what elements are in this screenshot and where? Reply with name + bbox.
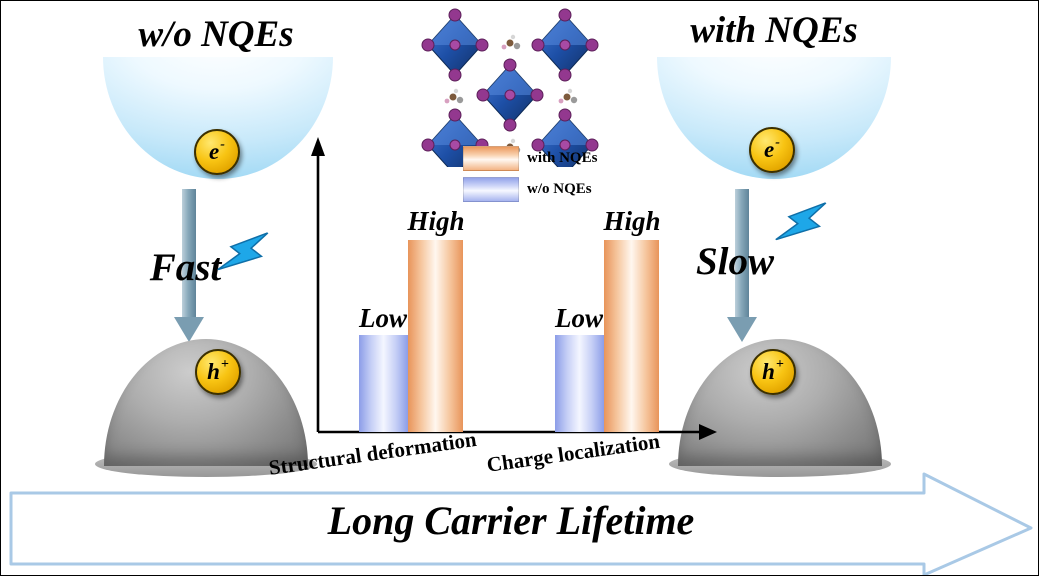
long-lifetime-arrow — [9, 472, 1033, 575]
legend-label: w/o NQEs — [527, 181, 592, 197]
bar-value-label: High — [603, 206, 661, 236]
hole-charge: + — [220, 357, 229, 372]
arrow-shaft — [182, 189, 196, 317]
right-electron-badge: e- — [749, 127, 795, 173]
legend-label: with NQEs — [527, 150, 598, 166]
bar-charge-wo-nqes — [555, 335, 604, 432]
right-title: with NQEs — [690, 10, 858, 51]
bar-structural-with-nqes — [408, 240, 463, 432]
left-speed-label: Fast — [149, 246, 222, 289]
chart-axes — [311, 137, 717, 440]
electron-charge: - — [220, 137, 225, 152]
left-recombination-arrow — [174, 189, 204, 342]
electron-symbol: e — [209, 139, 220, 164]
arrow-head — [174, 317, 204, 342]
legend-swatch-blue — [463, 177, 519, 202]
lightning-icon — [775, 202, 827, 241]
electron-charge: - — [775, 135, 780, 150]
long-lifetime-label: Long Carrier Lifetime — [327, 498, 695, 543]
bar-value-label: Low — [554, 303, 603, 333]
legend-swatch-orange — [463, 146, 519, 171]
bar-value-label: Low — [358, 303, 407, 333]
hole-symbol: h — [207, 359, 220, 384]
bar-value-label: High — [407, 206, 465, 236]
electron-symbol: e — [764, 137, 775, 162]
arrow-shaft — [735, 189, 749, 317]
right-recombination-arrow — [727, 189, 757, 342]
right-speed-label: Slow — [695, 240, 775, 283]
hole-symbol: h — [762, 359, 775, 384]
legend-item-with-nqes: with NQEs — [463, 146, 597, 171]
left-hole-badge: h+ — [195, 349, 241, 395]
right-hole-badge: h+ — [750, 349, 796, 395]
left-title: w/o NQEs — [138, 14, 294, 55]
lightning-icon — [217, 232, 269, 271]
bar-charge-with-nqes — [604, 240, 659, 432]
arrow-head — [727, 317, 757, 342]
hole-charge: + — [775, 357, 784, 372]
legend-item-wo-nqes: w/o NQEs — [463, 177, 592, 202]
bar-structural-wo-nqes — [359, 335, 408, 432]
left-electron-badge: e- — [194, 129, 240, 175]
